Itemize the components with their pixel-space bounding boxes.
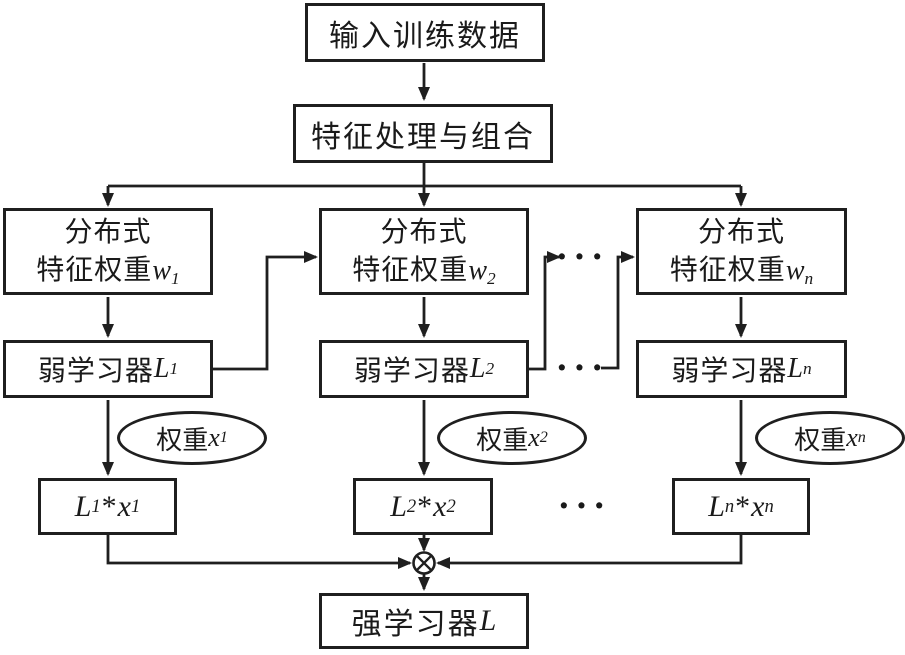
math-sub: 1 <box>171 268 180 288</box>
arrow-l1-to-w2 <box>212 251 318 371</box>
ellipsis-icon: ··· <box>555 236 609 278</box>
math-var: L <box>787 353 803 384</box>
math-var: L <box>708 489 725 523</box>
math-var: L <box>153 353 170 384</box>
math-var: x <box>846 423 858 452</box>
math-operator: * <box>101 489 117 523</box>
node-feature-processing: 特征处理与组合 <box>293 104 553 163</box>
math-operator: * <box>417 489 433 523</box>
arrow-ellipsis-to-wn <box>601 251 635 370</box>
math-var: w <box>152 254 171 286</box>
math-var: w <box>785 254 805 286</box>
math-var: x <box>208 423 220 452</box>
math-var: x <box>117 489 131 523</box>
node-label-line1: 分布式 <box>64 216 152 248</box>
node-input-training-data: 输入训练数据 <box>305 3 545 62</box>
math-var: L <box>469 353 486 384</box>
node-label-line2: 特征权重w1 <box>36 254 180 288</box>
math-var: w <box>468 254 487 286</box>
arrow-p1-to-combine <box>106 535 412 569</box>
node-distributed-weights-n: 分布式 特征权重wn <box>636 208 847 295</box>
math-var: x <box>751 489 765 523</box>
arrow-pn-to-combine <box>436 535 743 569</box>
math-operator: * <box>735 489 751 523</box>
node-distributed-weights-2: 分布式 特征权重w2 <box>319 208 529 295</box>
node-label-line1: 分布式 <box>697 216 785 248</box>
node-label-line1: 分布式 <box>380 216 468 248</box>
arrow-l2-to-ellipsis <box>527 251 561 371</box>
math-var: x <box>528 423 540 452</box>
math-sub: 2 <box>487 268 496 288</box>
node-label-line2: 特征权重wn <box>669 254 814 288</box>
node-label: 输入训练数据 <box>329 19 521 53</box>
math-var: L <box>74 489 92 523</box>
node-label: 特征处理与组合 <box>311 120 535 154</box>
ellipsis-icon: ··· <box>555 347 609 389</box>
math-sub: n <box>804 268 814 288</box>
circled-times-icon <box>412 551 436 575</box>
ellipsis-icon: ··· <box>557 485 611 527</box>
node-label-line2: 特征权重w2 <box>352 254 496 288</box>
node-distributed-weights-1: 分布式 特征权重w1 <box>3 208 213 295</box>
math-var: x <box>433 489 447 523</box>
math-var: L <box>390 489 407 523</box>
math-var: L <box>479 604 497 637</box>
